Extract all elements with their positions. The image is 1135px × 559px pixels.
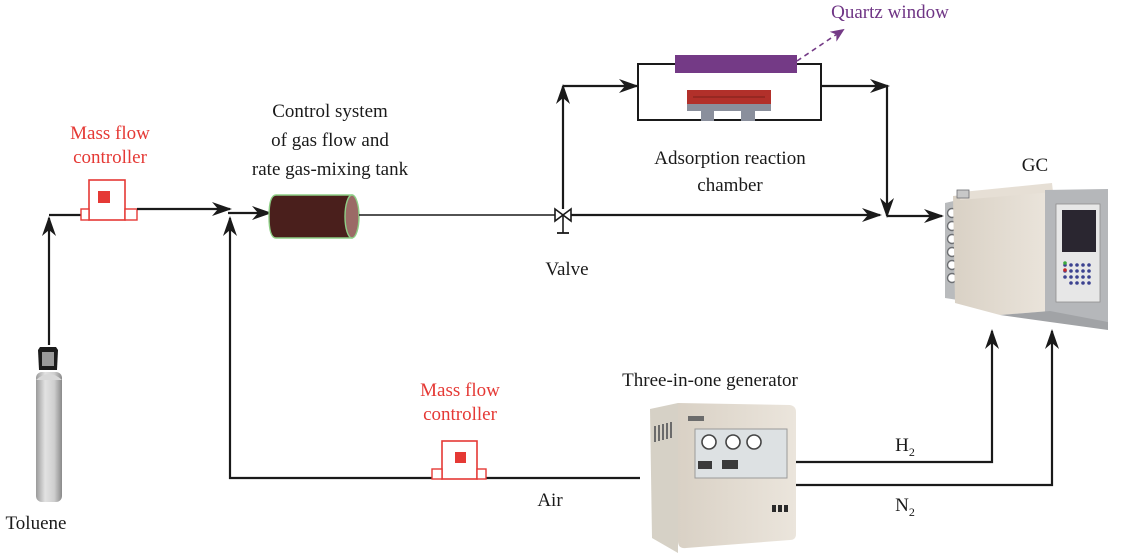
mfc-top-label-line1: Mass flow bbox=[70, 123, 150, 144]
air-line bbox=[223, 216, 640, 480]
chamber-label-line1: Adsorption reaction bbox=[654, 148, 806, 169]
h2-base: H bbox=[895, 435, 909, 456]
mixing-system-label-line3: rate gas-mixing tank bbox=[251, 159, 409, 180]
generator-label: Three-in-one generator bbox=[622, 370, 798, 391]
valve-icon bbox=[554, 207, 572, 234]
quartz-window-label: Quartz window bbox=[831, 2, 949, 23]
air-label: Air bbox=[537, 490, 563, 511]
h2-label: H2 bbox=[880, 434, 930, 464]
mass-flow-controller-top bbox=[80, 179, 138, 221]
n2-base: N bbox=[895, 495, 909, 516]
mfc-top-label-line2: controller bbox=[73, 147, 147, 168]
three-in-one-generator bbox=[650, 403, 796, 553]
adsorption-reaction-chamber bbox=[637, 55, 822, 121]
valve-label: Valve bbox=[545, 259, 589, 280]
mfc-bottom-label-line1: Mass flow bbox=[420, 380, 500, 401]
toluene-cylinder bbox=[36, 347, 62, 502]
mass-flow-controller-bottom bbox=[431, 440, 487, 480]
n2-sub: 2 bbox=[908, 504, 915, 519]
chamber-label-line2: chamber bbox=[697, 175, 763, 196]
gc-instrument bbox=[945, 183, 1108, 330]
mixing-system-label-line1: Control system bbox=[272, 101, 388, 122]
n2-line bbox=[796, 329, 1059, 487]
mfc-bottom-label-line2: controller bbox=[423, 404, 497, 425]
mixing-system-label-line2: of gas flow and bbox=[271, 130, 389, 151]
gas-mixing-tank bbox=[268, 194, 360, 239]
h2-line bbox=[796, 329, 999, 464]
gc-label: GC bbox=[1021, 155, 1049, 176]
quartz-pointer-arrow bbox=[796, 28, 845, 62]
h2-sub: 2 bbox=[908, 444, 915, 459]
n2-label: N2 bbox=[880, 494, 930, 524]
quartz-window bbox=[675, 55, 797, 73]
toluene-label: Toluene bbox=[5, 513, 67, 534]
